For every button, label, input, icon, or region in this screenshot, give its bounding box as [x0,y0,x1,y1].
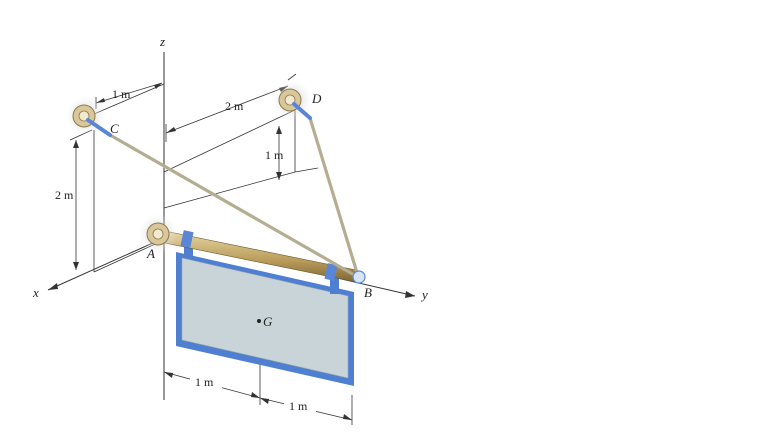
bracket-d: D [272,80,322,120]
cable-bc [108,133,358,278]
x-axis-arrowhead [48,283,58,290]
dimension-sign-bottom: 1 m 1 m [163,330,353,425]
sign-hanger-right [330,270,339,294]
dimension-sign-right-label: 1 m [289,399,308,413]
y-axis-label: y [420,287,428,302]
cables [108,116,360,278]
x-axis-label: x [32,285,39,300]
dimension-d-offset-label: 2 m [225,99,244,113]
sign-face [181,257,349,379]
z-axis-label: z [159,34,165,49]
sign-board: G [176,238,354,386]
cable-bd [308,116,360,278]
bracket-c: C [66,96,119,137]
point-g-label: G [263,314,273,329]
dimension-c-height-label: 2 m [55,188,74,202]
point-c-label: C [110,121,119,136]
dimension-c-height: 2 m [55,129,93,270]
point-b-label: B [364,285,372,300]
dimension-sign-left-label: 1 m [195,375,214,389]
center-of-gravity-marker [257,319,261,323]
dimension-c-offset: 1 m [95,82,163,109]
dimension-d-height: 1 m [265,126,284,180]
point-d-label: D [311,91,322,106]
dimension-d-height-label: 1 m [265,148,284,162]
bracket-a: A [138,214,178,261]
y-axis-arrowhead [405,291,415,298]
joint-b: B [352,270,372,300]
point-a-label: A [146,246,155,261]
dimension-c-offset-label: 1 m [112,87,131,101]
